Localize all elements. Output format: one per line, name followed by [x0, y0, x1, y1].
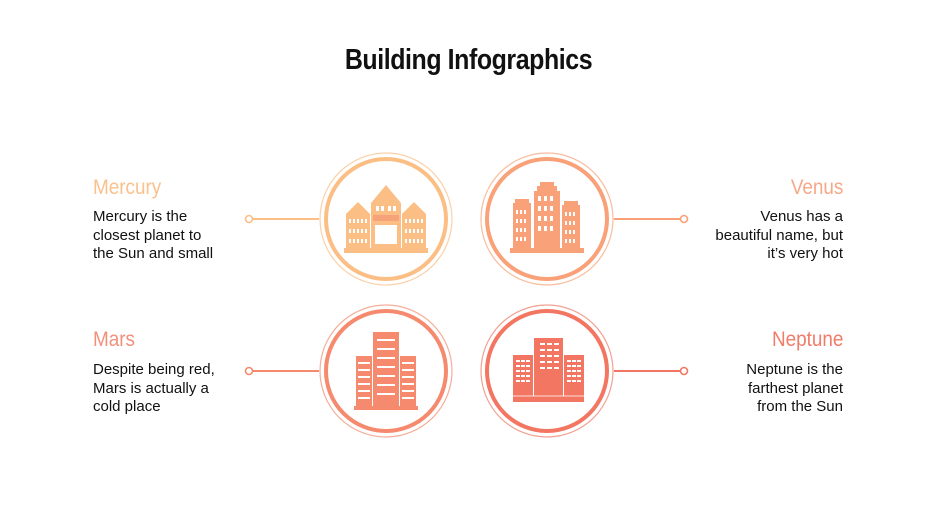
mercury-node — [244, 152, 453, 286]
office-towers-icon — [354, 332, 418, 410]
mars-line-3: cold place — [93, 398, 161, 415]
mars-line-2: Mars is actually a — [93, 379, 209, 397]
venus-node — [480, 152, 689, 286]
mars-description: Despite being red, Mars is actually a co… — [93, 361, 293, 417]
mercury-heading: Mercury — [93, 176, 162, 199]
office-block-icon — [513, 338, 584, 402]
venus-heading: Venus — [790, 176, 843, 199]
mercury-description: Mercury is the closest planet to the Sun… — [93, 208, 293, 264]
page-title: Building Infographics — [344, 44, 593, 76]
skyscraper-cluster-icon — [510, 182, 584, 253]
neptune-line-3: from the Sun — [757, 398, 843, 415]
neptune-line-1: Neptune is the — [746, 361, 843, 378]
venus-line-2: beautiful name, but — [715, 226, 843, 244]
castle-building-icon — [344, 185, 428, 253]
neptune-node — [480, 304, 689, 438]
venus-line-3: it’s very hot — [767, 245, 843, 262]
venus-line-1: Venus has a — [760, 208, 843, 225]
neptune-description: Neptune is the farthest planet from the … — [643, 361, 843, 417]
neptune-line-2: farthest planet — [747, 379, 843, 397]
mars-node — [244, 304, 453, 438]
mercury-line-2: closest planet to — [93, 226, 202, 244]
mars-line-1: Despite being red, — [93, 361, 215, 378]
venus-description: Venus has a beautiful name, but it’s ver… — [643, 208, 843, 264]
mercury-line-3: the Sun and small — [93, 245, 214, 262]
neptune-heading: Neptune — [771, 328, 843, 351]
mars-heading: Mars — [93, 328, 136, 351]
mercury-line-1: Mercury is the — [93, 208, 188, 225]
